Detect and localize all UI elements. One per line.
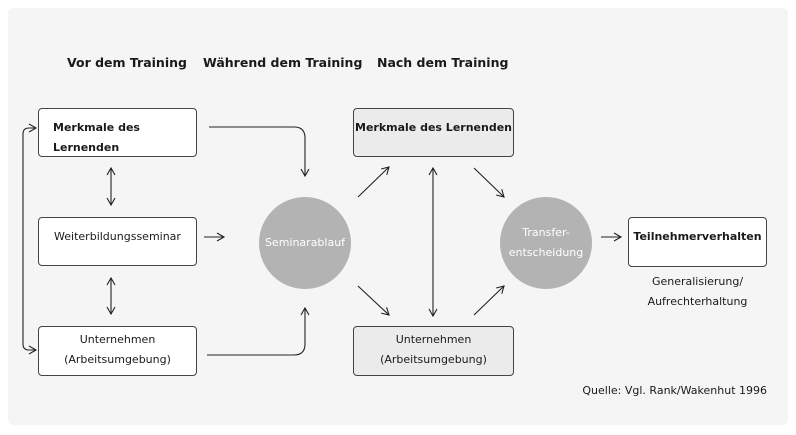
circle-transfer-decision: Transfer- entscheidung	[500, 197, 592, 289]
circle-label: Seminarablauf	[264, 236, 346, 249]
box-label: Unternehmen	[395, 333, 472, 346]
box-label: (Arbeitsumgebung)	[380, 353, 487, 366]
box-label: Merkmale des Lernenden	[53, 121, 140, 154]
box-label: Weiterbildungsseminar	[54, 230, 181, 243]
note-line: Aufrechterhaltung	[647, 295, 748, 308]
arrow-learner-to-transfer	[473, 167, 505, 198]
circle-seminar-flow: Seminarablauf	[259, 197, 351, 289]
box-learner-characteristics-after: Merkmale des Lernenden	[353, 108, 514, 157]
header-during-training: Während dem Training	[203, 55, 363, 70]
arrow-flow-to-learner	[357, 166, 390, 198]
arrow-company-to-transfer	[473, 285, 505, 316]
outcome-note: Generalisierung/ Aufrechterhaltung	[628, 272, 767, 312]
box-label: Unternehmen	[79, 333, 156, 346]
box-company: Unternehmen (Arbeitsumgebung)	[38, 326, 197, 376]
box-participant-behavior: Teilnehmerverhalten	[628, 217, 767, 267]
box-label: Teilnehmerverhalten	[633, 230, 762, 243]
circle-label: Transfer-	[522, 226, 570, 239]
arrow-company-to-flow	[207, 306, 310, 356]
header-after-training: Nach dem Training	[377, 55, 509, 70]
arrow-learner-to-flow	[209, 126, 310, 178]
arrow-flow-to-company	[357, 285, 390, 316]
box-label: (Arbeitsumgebung)	[64, 353, 171, 366]
source-caption: Quelle: Vgl. Rank/Wakenhut 1996	[582, 384, 767, 397]
box-learner-characteristics: Merkmale des Lernenden	[38, 108, 197, 157]
box-label: Merkmale des Lernenden	[355, 121, 512, 134]
note-line: Generalisierung/	[651, 275, 744, 288]
circle-label: entscheidung	[508, 246, 584, 259]
header-before-training: Vor dem Training	[67, 55, 187, 70]
box-training-seminar: Weiterbildungsseminar	[38, 217, 197, 266]
box-company-after: Unternehmen (Arbeitsumgebung)	[353, 326, 514, 376]
loop-arrow-left	[22, 123, 38, 355]
